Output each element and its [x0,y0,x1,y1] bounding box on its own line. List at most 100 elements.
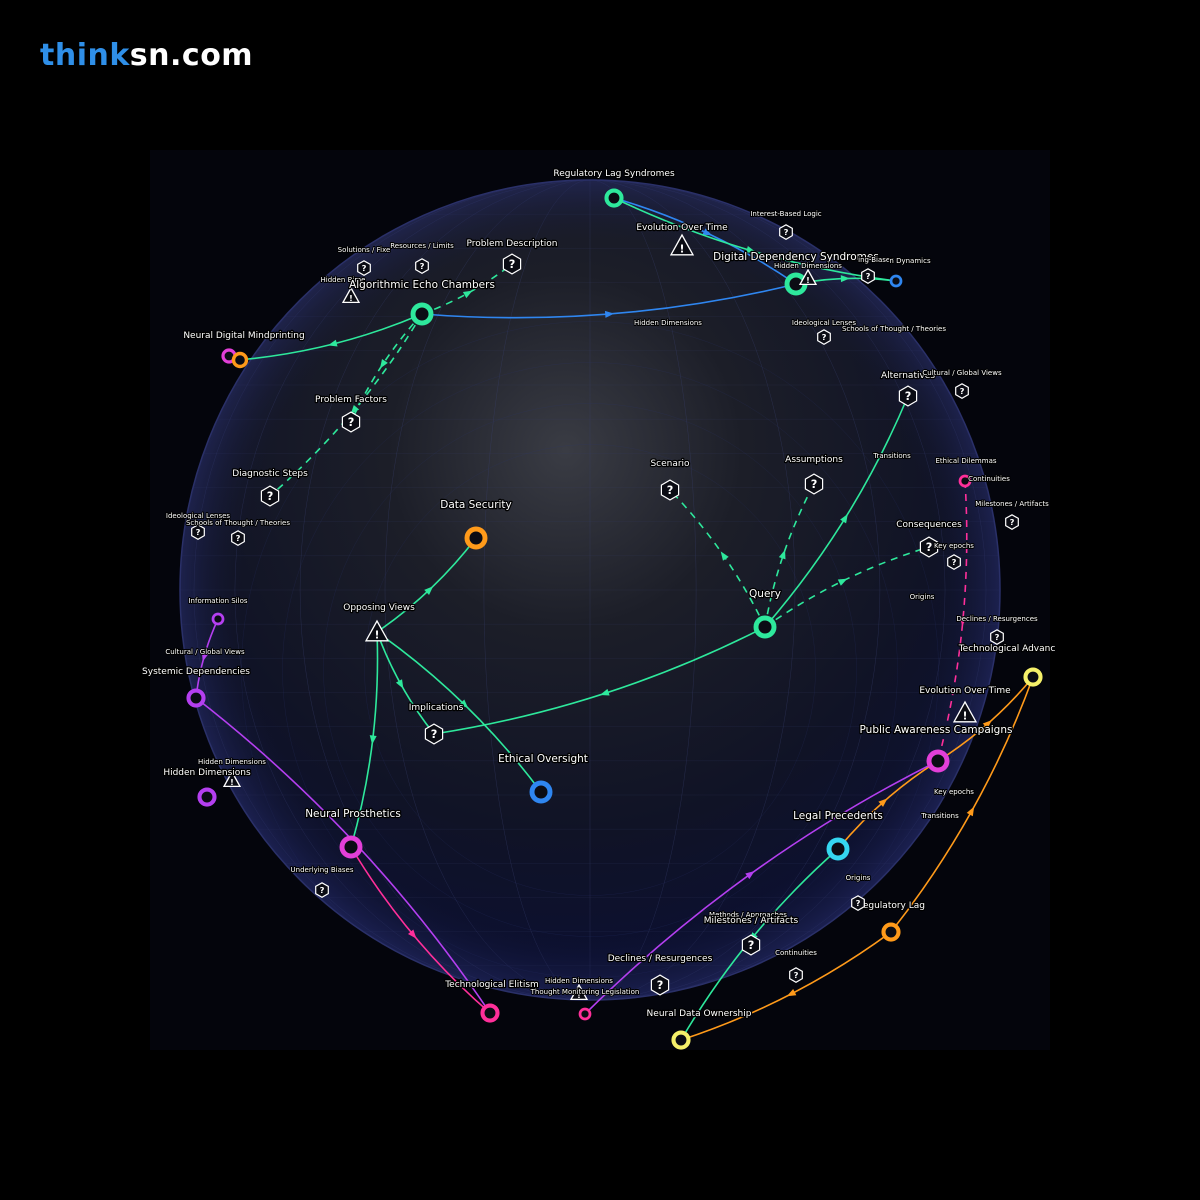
question-mark-icon: ? [236,533,241,543]
node-schools-of-thought-top: Schools of Thought / Theories [841,324,947,334]
node-hidden-biases-left[interactable]: !Hidden Bime [320,275,366,304]
node-underlying-biases[interactable]: ?Underlying Biases [290,865,355,898]
node-hidden-dimensions-left-a[interactable]: !Hidden Dimensions [197,757,267,788]
node-solutions-fixes[interactable]: ?Solutions / Fixe [337,245,391,276]
node-resources-limits[interactable]: ?Resources / Limits [389,241,455,274]
node-problem-description[interactable]: ?Problem Description [465,238,559,275]
node-label: Transitions [872,452,911,460]
node-label: Milestones / Artifacts [704,916,799,926]
node-methods-approaches[interactable]: ?Methods / Approaches [708,895,865,920]
exclamation-icon: ! [374,629,379,642]
node-alternatives[interactable]: ?Alternatives [880,370,937,407]
node-scenario[interactable]: ?Scenario [649,458,691,501]
question-mark-icon: ? [952,557,957,567]
node-dynamics-top[interactable]: n Dynamics [888,256,932,288]
node-milestones-artifacts-lower[interactable]: ?Milestones / Artifacts [703,915,800,956]
node-hidden-dimensions-top[interactable]: !Hidden Dimensions [773,261,843,286]
node-public-awareness-campaigns[interactable]: Public Awareness Campaigns [858,723,1014,773]
node-diagnostic-steps[interactable]: ?Diagnostic Steps [231,468,309,507]
node-label: Ideological Lenses [792,319,856,327]
node-consequences[interactable]: ?Consequences [895,519,963,558]
node-label: Continuities [775,949,817,957]
question-hexagon-icon [424,723,444,745]
node-cultural-global-views-right[interactable]: ?Cultural / Global Views [921,368,1003,399]
node-neural-digital-mindprinting[interactable]: Neural Digital Mindprinting [182,330,306,369]
node-regulatory-lag[interactable]: Regulatory Lag [856,900,926,942]
node-circle-icon [671,1030,691,1050]
node-ethical-oversight[interactable]: Ethical Oversight [497,752,589,804]
node-label: Legal Precedents [793,810,883,822]
question-hexagon-icon [741,934,761,956]
brand-logo[interactable]: thinksn.com [40,38,253,73]
node-label: ing Biases [858,256,894,264]
node-digital-dependency-syndromes[interactable]: Digital Dependency Syndromes [712,250,880,296]
edge-arrow [462,290,473,299]
node-label: Key epochs [934,542,974,550]
node-hidden-dimensions-bottom[interactable]: !Hidden Dimensions [544,976,614,1001]
node-label: Declines / Resurgences [608,954,713,964]
edge-arrow [379,359,388,369]
node-label: Origins [910,593,935,601]
node-opposing-views[interactable]: !Opposing Views [342,602,416,642]
edge-arrow [786,989,797,997]
warning-triangle-icon [669,233,695,256]
node-key-epochs-right[interactable]: ? Key epochs [933,541,975,570]
node-systemic-dependencies[interactable]: Systemic Dependencies [141,666,252,708]
edge-arrow [878,798,888,807]
question-hexagon-icon [502,253,522,275]
node-technological-advance[interactable]: Technological Advanc [956,643,1057,687]
node-label: Digital Dependency Syndromes [713,251,879,263]
node-label: Technological Elitism [444,980,539,990]
node-evolution-over-time-right[interactable]: !Evolution Over Time [918,685,1012,723]
brand-part1: think [40,38,130,73]
node-data-security[interactable]: Data Security [439,498,513,550]
question-hexagon-icon [415,258,429,274]
node-thought-monitoring-legislation[interactable]: Thought Monitoring Legislation [529,987,640,1021]
node-hidden-dimensions-left-b[interactable]: Hidden Dimensions [162,767,252,807]
edge-arrow [982,720,992,729]
edge-arrow [599,688,610,696]
node-neural-prosthetics[interactable]: Neural Prosthetics [304,807,402,859]
node-problem-factors[interactable]: ?Problem Factors [314,394,389,433]
node-legal-precedents[interactable]: Legal Precedents [792,809,884,861]
edge-arrow [959,616,967,627]
edge-arrow [966,806,975,817]
node-interest-based-logic[interactable]: ?Interest-Based Logic [749,209,823,240]
node-query[interactable]: Query [748,587,782,639]
node-label: Assumptions [785,455,843,465]
node-label: Ideological Lenses [166,512,230,520]
node-declines-resurgences-lower[interactable]: ?Declines / Resurgences [606,953,714,996]
node-ideological-lenses-top[interactable]: ?Ideological Lenses [791,318,857,345]
question-mark-icon: ? [431,727,438,741]
question-mark-icon: ? [995,632,1000,642]
node-label: Thought Monitoring Legislation [530,988,640,996]
node-schools-of-thought-left[interactable]: ?Schools of Thought / Theories [185,518,291,546]
question-hexagon-icon [191,524,205,540]
node-circle-icon [186,688,206,708]
node-circle-icon [211,612,225,626]
node-continuities-right[interactable]: Continuities [958,474,1011,488]
node-label: Algorithmic Echo Chambers [349,279,495,291]
node-implications[interactable]: ?Implications [407,702,465,745]
node-evolution-over-time-top[interactable]: !Evolution Over Time [635,222,729,256]
node-ideological-lenses-left[interactable]: ?Ideological Lenses [165,511,231,540]
node-circle-icon [604,188,624,208]
node-algorithmic-echo-chambers[interactable]: Algorithmic Echo Chambers [348,278,496,326]
node-biases-top[interactable]: ?ing Biases [857,255,895,284]
node-label: Declines / Resurgences [956,615,1038,623]
node-technological-elitism[interactable]: Technological Elitism [443,979,540,1023]
node-declines-resurgences-right[interactable]: ? Declines / Resurgences [955,614,1039,645]
node-label: Evolution Over Time [636,223,728,233]
node-label: Regulatory Lag [857,901,925,911]
node-neural-data-ownership[interactable]: Neural Data Ownership [645,1008,753,1050]
question-hexagon-icon [955,383,969,399]
node-information-silos[interactable]: Information Silos [187,596,249,626]
edge-arrow [327,339,338,347]
node-assumptions[interactable]: ?Assumptions [784,454,844,495]
node-regulatory-lag-syndromes[interactable]: Regulatory Lag Syndromes [552,168,676,208]
node-label: Problem Description [467,239,558,249]
node-continuities-lower[interactable]: ?Continuities [774,948,818,983]
node-transitions-right: Transitions [871,451,912,461]
node-milestones-artifacts-right[interactable]: ?Milestones / Artifacts [974,499,1050,530]
